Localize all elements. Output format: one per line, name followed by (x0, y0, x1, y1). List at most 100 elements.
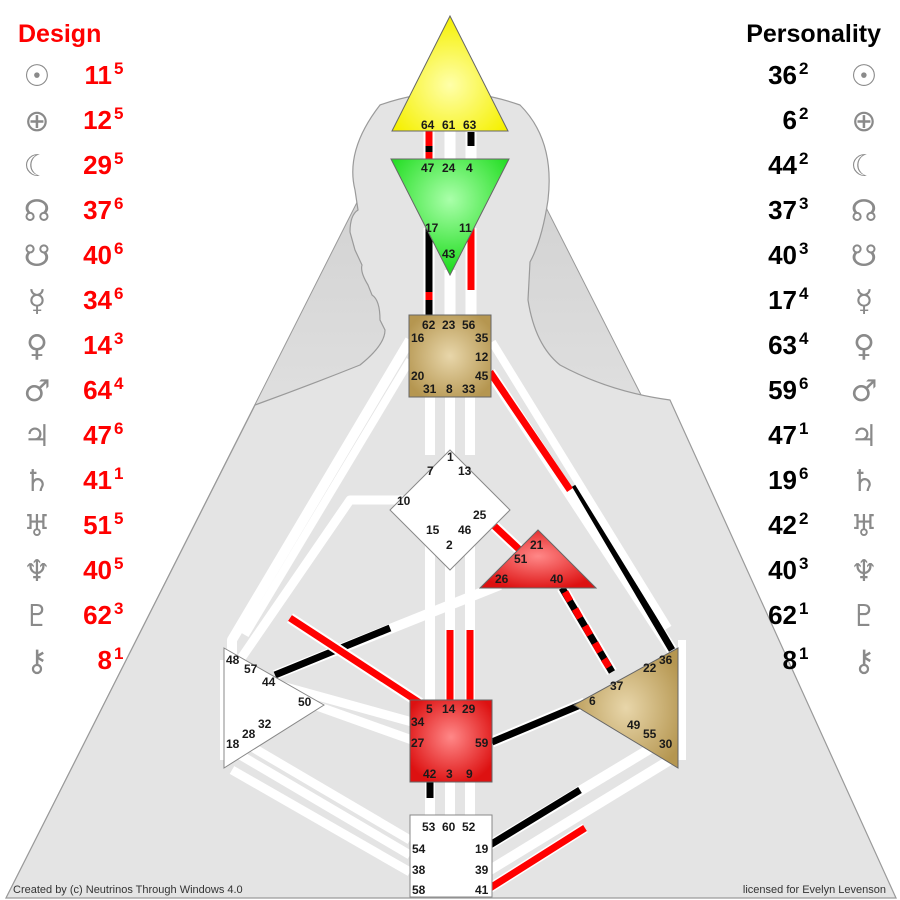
gate-labels: 64 61 63 47 24 4 17 11 43 62 23 56 16 35… (226, 118, 673, 897)
gate-label: 52 (462, 820, 476, 834)
credit-text: Created by (c) Neutrinos Through Windows… (13, 884, 243, 896)
personality-gate-number: 59 (768, 375, 797, 405)
gate-label: 25 (473, 508, 487, 522)
personality-gate-number: 47 (768, 420, 797, 450)
design-gate-number: 8 (98, 645, 112, 675)
moon-icon: ☾ (24, 149, 51, 184)
gate-label: 50 (298, 695, 312, 709)
personality-line-number: 6 (799, 464, 808, 483)
design-line-number: 5 (114, 59, 123, 78)
design-line-number: 6 (114, 194, 123, 213)
gate-label: 37 (610, 679, 624, 693)
personality-gate-number: 40 (768, 555, 797, 585)
root-center (409, 814, 493, 898)
design-gate-number: 41 (83, 465, 112, 495)
earth-icon: ⊕ (24, 104, 49, 139)
design-gate-number: 47 (83, 420, 112, 450)
design-gate-number: 29 (83, 150, 112, 180)
gate-label: 46 (458, 523, 472, 537)
gate-label: 18 (226, 737, 240, 751)
jupiter-icon: ♃ (24, 419, 51, 454)
gate-label: 58 (412, 883, 426, 897)
gate-label: 41 (475, 883, 489, 897)
personality-gate-number: 62 (768, 600, 797, 630)
design-line-number: 4 (114, 374, 124, 393)
design-gate-number: 37 (83, 195, 112, 225)
gate-label: 31 (423, 382, 437, 396)
gate-label: 9 (466, 767, 473, 781)
personality-line-number: 4 (799, 329, 809, 348)
gate-label: 62 (422, 318, 436, 332)
personality-line-number: 3 (799, 239, 808, 258)
personality-gate-number: 36 (768, 60, 797, 90)
gate-label: 57 (244, 662, 258, 676)
gate-label: 1 (447, 450, 454, 464)
gate-label: 56 (462, 318, 476, 332)
south-node-icon: ☋ (24, 239, 51, 274)
gate-label: 38 (412, 863, 426, 877)
personality-line-number: 6 (799, 374, 808, 393)
mercury-icon: ☿ (855, 284, 873, 319)
gate-label: 4 (466, 161, 473, 175)
gate-label: 16 (411, 331, 425, 345)
personality-gate-number: 17 (768, 285, 797, 315)
personality-line-number: 1 (799, 419, 808, 438)
gate-label: 60 (442, 820, 456, 834)
gate-label: 7 (427, 464, 434, 478)
gate-label: 42 (423, 767, 437, 781)
venus-icon: ♀ (26, 329, 48, 364)
design-gate-number: 62 (83, 600, 112, 630)
gate-label: 20 (411, 369, 425, 383)
gate-label: 15 (426, 523, 440, 537)
neptune-icon: ♆ (24, 554, 51, 589)
sun-icon: ☉ (24, 59, 51, 94)
spleen-center (223, 647, 325, 769)
gate-label: 8 (446, 382, 453, 396)
personality-gate-number: 19 (768, 465, 797, 495)
gate-label: 61 (442, 118, 456, 132)
personality-gate-number: 63 (768, 330, 797, 360)
personality-gate-number: 40 (768, 240, 797, 270)
design-line-number: 5 (114, 104, 123, 123)
personality-line-number: 4 (799, 284, 809, 303)
personality-gate-number: 37 (768, 195, 797, 225)
personality-line-number: 2 (799, 104, 808, 123)
gate-label: 49 (627, 718, 641, 732)
gate-label: 33 (462, 382, 476, 396)
gate-label: 63 (463, 118, 477, 132)
solar-plexus-center (572, 647, 679, 769)
neptune-icon: ♆ (851, 554, 878, 589)
design-line-number: 5 (114, 554, 123, 573)
uranus-icon: ♅ (24, 509, 51, 544)
centers (223, 14, 679, 898)
design-gate-number: 40 (83, 555, 112, 585)
mars-icon: ♂ (24, 374, 51, 409)
design-line-number: 3 (114, 599, 123, 618)
design-title: Design (18, 20, 101, 48)
design-gate-number: 40 (83, 240, 112, 270)
personality-gate-number: 44 (768, 150, 797, 180)
design-gate-number: 51 (83, 510, 112, 540)
gate-label: 47 (421, 161, 435, 175)
personality-line-number: 2 (799, 149, 808, 168)
mars-icon: ♂ (851, 374, 878, 409)
uranus-icon: ♅ (851, 509, 878, 544)
gate-label: 64 (421, 118, 435, 132)
chiron-icon: ⚷ (26, 644, 48, 679)
gate-label: 53 (422, 820, 436, 834)
sun-icon: ☉ (851, 59, 878, 94)
mercury-icon: ☿ (28, 284, 46, 319)
gate-label: 26 (495, 572, 509, 586)
personality-line-number: 2 (799, 509, 808, 528)
gate-label: 22 (643, 661, 657, 675)
personality-line-number: 1 (799, 644, 808, 663)
south-node-icon: ☋ (851, 239, 878, 274)
gate-label: 32 (258, 717, 272, 731)
chiron-icon: ⚷ (853, 644, 875, 679)
gate-label: 17 (425, 221, 439, 235)
gate-label: 54 (412, 842, 426, 856)
head-center (391, 14, 509, 132)
